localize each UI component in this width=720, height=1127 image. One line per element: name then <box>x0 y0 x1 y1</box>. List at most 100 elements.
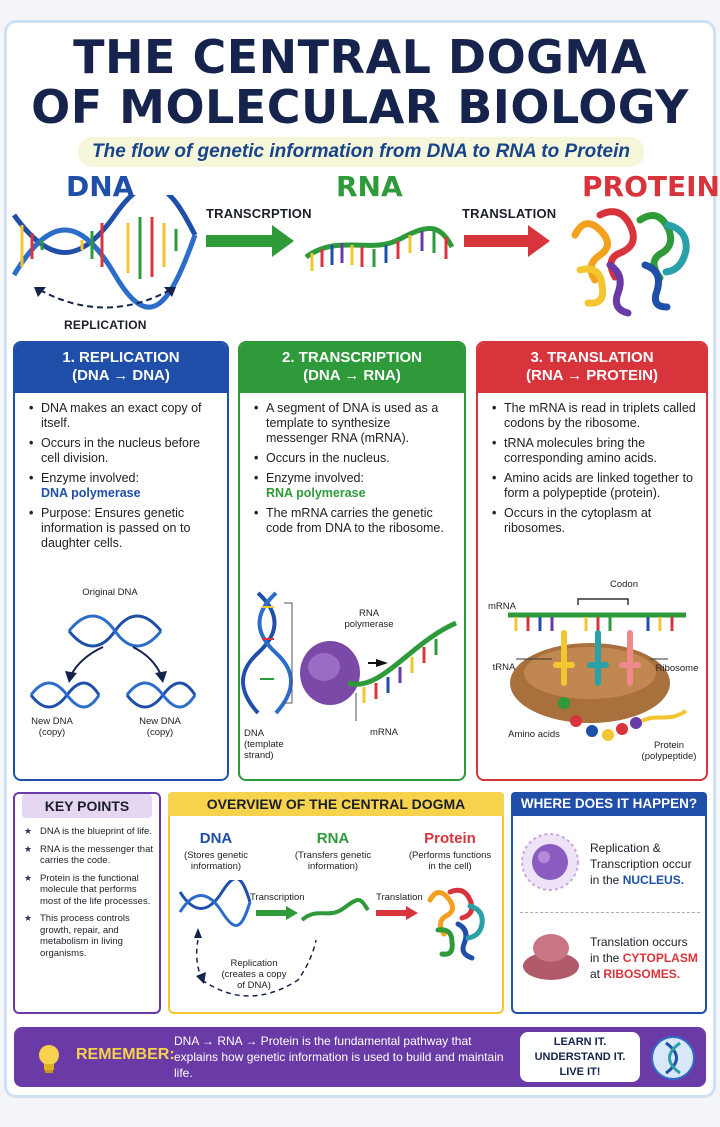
rna-polymerase-label: RNA polymerase <box>344 608 394 630</box>
overview-translation-arrow <box>376 910 408 916</box>
rna-heading: RNA <box>336 170 403 203</box>
translation-arrow-body <box>464 235 530 247</box>
overview-transcription-label: Transcription <box>250 892 305 903</box>
split-arrow-right <box>132 646 162 676</box>
overview-diagram <box>178 880 485 997</box>
mrna-strand <box>347 620 457 687</box>
protein-heading: PROTEIN <box>582 170 720 203</box>
overview-title: OVERVIEW OF THE CENTRAL DOGMA <box>168 792 504 816</box>
overview-dna-icon <box>178 880 252 927</box>
remember-banner: REMEMBER: DNA → RNA → Protein is the fun… <box>14 1027 706 1087</box>
new-dna-icon-right <box>125 681 197 709</box>
list-item: tRNA molecules bring the corresponding a… <box>492 436 696 466</box>
key-points-title: KEY POINTS <box>22 794 152 818</box>
overview-panel <box>168 792 504 1014</box>
replication-card: 1. REPLICATION (DNA → DNA) DNA makes an … <box>13 341 229 781</box>
replication-arc <box>39 289 171 309</box>
replication-arrowhead-right <box>164 287 176 297</box>
page-title-line1: THE CENTRAL DOGMA <box>73 30 647 84</box>
split-arrow-left <box>70 646 104 676</box>
new-dna-label-right: New DNA (copy) <box>139 716 181 738</box>
list-item: Enzyme involved:RNA polymerase <box>254 471 454 501</box>
transcription-card: 2. TRANSCRIPTION (DNA → RNA) A segment o… <box>238 341 466 781</box>
list-item: Enzyme involved:DNA polymerase <box>29 471 217 501</box>
list-item: A segment of DNA is used as a template t… <box>254 401 454 446</box>
translation-card-subtitle: (RNA → PROTEIN) <box>526 367 658 384</box>
trna-icons <box>553 630 641 686</box>
transcription-arrow-body <box>206 235 274 247</box>
overview-dna: DNA <box>199 830 233 847</box>
protein-icon <box>571 208 690 317</box>
translation-diagram <box>508 598 688 741</box>
translation-card-header: 3. TRANSLATION (RNA → PROTEIN) <box>478 343 706 393</box>
dna-helix-icon <box>11 195 198 310</box>
key-points-list: DNA is the blueprint of life. RNA is the… <box>24 826 156 965</box>
list-item: RNA is the messenger that carries the co… <box>24 844 156 867</box>
list-item: DNA is the blueprint of life. <box>24 826 156 838</box>
original-dna-label: Original DNA <box>82 587 138 598</box>
overview-protein-sub: (Performs functions in the cell) <box>408 850 492 872</box>
dna-template-label: DNA (template strand) <box>244 728 284 761</box>
overview-rna-sub: (Transfers genetic information) <box>294 850 372 872</box>
new-dna-label-left: New DNA (copy) <box>31 716 73 738</box>
cytoplasm-description: Translation occurs in the CYTOPLASM at R… <box>590 935 698 981</box>
original-dna-icon <box>67 614 163 648</box>
translation-label: TRANSLATION <box>462 206 557 221</box>
transcription-arrowhead <box>272 225 294 257</box>
transcription-diagram <box>241 591 457 721</box>
transcription-card-subtitle: (DNA → RNA) <box>303 367 401 384</box>
replication-arrowhead-left <box>34 287 46 297</box>
trna-label: tRNA <box>492 662 516 673</box>
new-dna-icon-left <box>29 681 101 709</box>
overview-rna: RNA <box>316 830 350 847</box>
list-item: Purpose: Ensures genetic information is … <box>29 506 217 551</box>
replication-card-title: 1. REPLICATION <box>62 349 180 366</box>
ribosome-cytoplasm-icon <box>523 934 579 980</box>
top-flow-illustration <box>11 195 690 317</box>
list-item: Amino acids are linked together to form … <box>492 471 696 501</box>
protein-polypeptide-label: Protein (polypeptide) <box>641 740 697 762</box>
ribosomes-highlight: RIBOSOMES. <box>603 967 681 981</box>
list-item: Occurs in the cytoplasm at ribosomes. <box>492 506 696 536</box>
transcription-card-title: 2. TRANSCRIPTION <box>281 349 422 366</box>
list-item: The mRNA carries the genetic code from D… <box>254 506 454 536</box>
list-item: This process controls growth, repair, an… <box>24 913 156 959</box>
overview-protein: Protein <box>424 830 476 847</box>
nucleus-icon <box>521 833 579 891</box>
remember-text: DNA → RNA → Protein is the fundamental p… <box>174 1034 504 1080</box>
replication-card-subtitle: (DNA → DNA) <box>72 367 170 384</box>
translation-mrna-label: mRNA <box>488 601 516 612</box>
page-subtitle: The flow of genetic information from DNA… <box>78 137 644 167</box>
codon-label: Codon <box>610 579 638 590</box>
transcription-bullets: A segment of DNA is used as a template t… <box>240 393 464 536</box>
transcription-card-header: 2. TRANSCRIPTION (DNA → RNA) <box>240 343 464 393</box>
translation-arrowhead <box>528 225 550 257</box>
overview-rna-icon <box>300 898 370 922</box>
nucleus-highlight: NUCLEUS. <box>622 873 685 887</box>
list-item: Occurs in the nucleus. <box>254 451 454 466</box>
replication-diagram <box>29 614 197 709</box>
list-item: Protein is the functional molecule that … <box>24 873 156 908</box>
overview-dna-sub: (Stores genetic information) <box>184 850 248 872</box>
dna-heading: DNA <box>66 170 135 203</box>
cytoplasm-highlight: CYTOPLASM <box>622 951 698 965</box>
translation-bullets: The mRNA is read in triplets called codo… <box>478 393 706 536</box>
transcription-mrna-label: mRNA <box>370 727 398 738</box>
where-divider <box>520 912 700 913</box>
nucleus-description: Replication & Transcription occur in the… <box>590 841 692 887</box>
remember-label: REMEMBER: <box>76 1046 175 1063</box>
overview-replication-label: Replication (creates a copy of DNA) <box>221 958 287 991</box>
list-item: Occurs in the nucleus before cell divisi… <box>29 436 217 466</box>
ribosome-label: Ribosome <box>655 663 699 674</box>
dna-badge-icon <box>651 1036 695 1080</box>
amino-acid-chain <box>558 697 688 741</box>
replication-bullets: DNA makes an exact copy of itself. Occur… <box>15 393 227 551</box>
list-item: DNA makes an exact copy of itself. <box>29 401 217 431</box>
transcription-label: TRANSCRPTION <box>206 206 312 221</box>
page-title-line2: OF MOLECULAR BIOLOGY <box>31 80 689 134</box>
where-title: WHERE DOES IT HAPPEN? <box>511 792 707 816</box>
overview-translation-label: Translation <box>376 892 423 903</box>
dna-template-icon <box>241 591 293 715</box>
rna-strand-icon <box>304 226 455 271</box>
amino-acids-label: Amino acids <box>508 729 560 740</box>
